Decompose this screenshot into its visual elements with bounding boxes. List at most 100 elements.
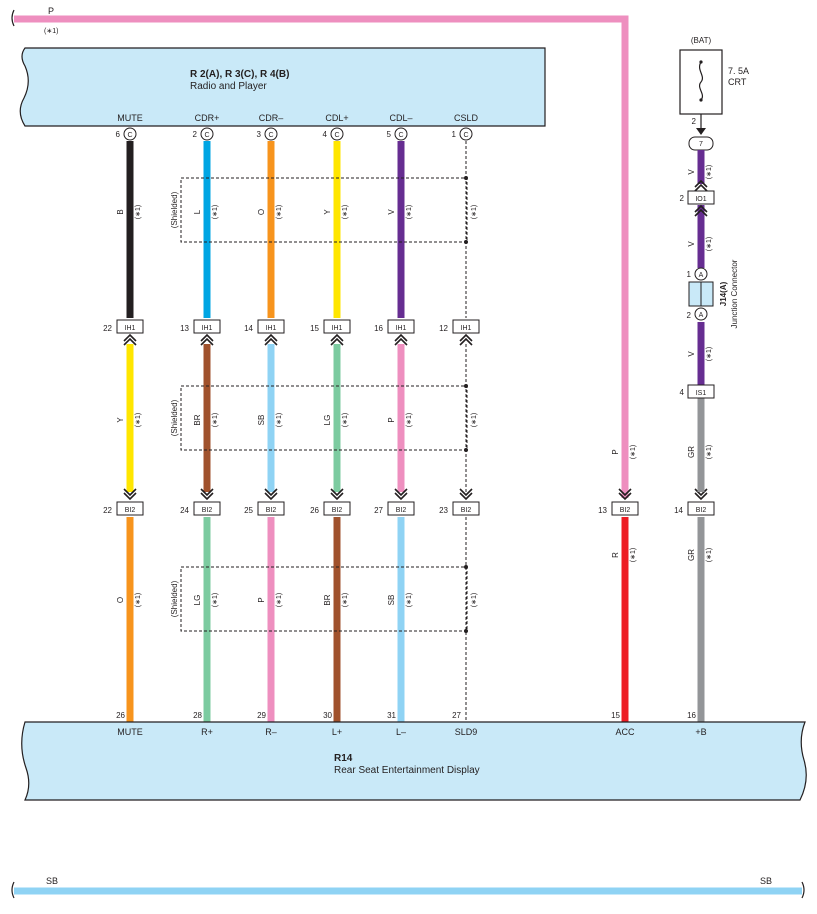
wire-note: (∗1) [706, 347, 713, 361]
display-pin-number: 31 [387, 711, 396, 720]
display-pin-name: MUTE [117, 727, 143, 737]
radio-pin-name: CDR– [259, 113, 284, 123]
ih1-connector-label: IH1 [332, 325, 343, 332]
bi2-pin-number: 26 [310, 506, 319, 515]
radio-pin-conn: C [398, 132, 403, 139]
is1-pin: 4 [680, 388, 685, 397]
display-pin-name: +B [695, 727, 706, 737]
wire-note: (∗1) [212, 205, 219, 219]
ih1-connector-label: IH1 [266, 325, 277, 332]
middle-wire-segments [126, 344, 467, 492]
display-pin-name: L+ [332, 727, 342, 737]
wire-note: (∗1) [406, 593, 413, 607]
bi2-connector-label: BI2 [620, 507, 631, 514]
radio-pin-number: 5 [387, 130, 392, 139]
display-unit: R14 Rear Seat Entertainment Display [21, 721, 807, 801]
wire-color-label: B [116, 209, 125, 214]
wire-color-label: LG [193, 595, 202, 606]
display-pin-name: R– [265, 727, 277, 737]
display-pin-name: ACC [615, 727, 635, 737]
wire-note: (∗1) [471, 413, 478, 427]
junction-pin-top: 1 [687, 270, 692, 279]
radio-title: R 2(A), R 3(C), R 4(B) [190, 69, 289, 80]
junction-conn-bottom: A [699, 312, 704, 319]
radio-pin-labels: MUTE CDR+ CDR– CDL+ CDL– CSLD [117, 113, 478, 123]
radio-pin-conn: C [204, 132, 209, 139]
display-pin-number: 28 [193, 711, 202, 720]
fuse-pin: 2 [692, 117, 697, 126]
display-subtitle: Rear Seat Entertainment Display [334, 765, 480, 776]
bi2-connector-label: BI2 [396, 507, 407, 514]
wire-color-label: GR [687, 446, 696, 458]
display-pin-name: R+ [201, 727, 213, 737]
power-branch: (BAT) 7. 5A CRT 2 7 V (∗1) 2 IO1 V (∗1) … [679, 36, 749, 562]
radio-pin-number: 3 [257, 130, 262, 139]
ih1-pin-number: 15 [310, 324, 319, 333]
bottom-bus-label-right: SB [760, 876, 772, 886]
ih1-pin-number: 22 [103, 324, 112, 333]
display-pin-name: L– [396, 727, 406, 737]
is1-label: IS1 [696, 390, 707, 397]
wire-note: (∗1) [135, 593, 142, 607]
display-title: R14 [334, 753, 353, 764]
top-bus-note: (∗1) [44, 28, 58, 35]
lower-wire-labels: O (∗1) LG (∗1) P (∗1) BR (∗1) SB (∗1) (∗… [116, 593, 478, 607]
ih1-connector-label: IH1 [461, 325, 472, 332]
display-pin-number: 30 [323, 711, 332, 720]
wire-note: (∗1) [706, 445, 713, 459]
wire-note: (∗1) [406, 205, 413, 219]
ih1-pin-number: 14 [244, 324, 253, 333]
bottom-bus-label-left: SB [46, 876, 58, 886]
wire-note: (∗1) [342, 593, 349, 607]
bi2-connector-label: BI2 [202, 507, 213, 514]
fuse-icon [698, 61, 704, 101]
bi2-pin-number: 13 [598, 506, 607, 515]
wire-note: (∗1) [630, 548, 637, 562]
wire-color-label: SB [257, 415, 266, 426]
bat-label: (BAT) [691, 36, 712, 45]
upper-wire-segments [126, 141, 467, 318]
ih1-pin-number: 13 [180, 324, 189, 333]
wire-note: (∗1) [706, 237, 713, 251]
bi2-connector-label: BI2 [461, 507, 472, 514]
junction-name: J14(A) [719, 281, 728, 306]
junction-pin-bottom: 2 [687, 311, 692, 320]
display-pin-name: SLD9 [455, 727, 478, 737]
display-pin-number: 15 [611, 711, 620, 720]
radio-pin-conn: C [268, 132, 273, 139]
wire-color-label: L [193, 209, 202, 214]
wire-color-label: SB [387, 595, 396, 606]
wire-color-label: V [687, 241, 696, 247]
wire-color-label: V [687, 169, 696, 175]
io1-pin: 2 [680, 194, 685, 203]
radio-pin-number: 1 [452, 130, 457, 139]
wire-color-label: O [116, 597, 125, 603]
wire-color-label: O [257, 209, 266, 215]
display-pin-number: 29 [257, 711, 266, 720]
bi2-connector-label: BI2 [266, 507, 277, 514]
bi2-pin-number: 27 [374, 506, 383, 515]
shielded-label: (Shielded) [170, 191, 179, 228]
junction-desc: Junction Connector [730, 259, 739, 328]
wire-color-label: BR [323, 594, 332, 605]
wire-color-label: R [611, 552, 620, 558]
io1-label: IO1 [695, 196, 706, 203]
wire-note: (∗1) [135, 205, 142, 219]
wire-note: (∗1) [276, 205, 283, 219]
radio-pin-name: CSLD [454, 113, 479, 123]
wire-note: (∗1) [135, 413, 142, 427]
display-pin-number: 27 [452, 711, 461, 720]
j-pin: 7 [699, 141, 703, 148]
upper-wire-labels: B (∗1) L (∗1) O (∗1) Y (∗1) V (∗1) (∗1) [116, 205, 478, 219]
radio-pin-number: 6 [116, 130, 121, 139]
wire-color-label: BR [193, 414, 202, 425]
wire-note: (∗1) [630, 445, 637, 459]
radio-subtitle: Radio and Player [190, 81, 267, 92]
fuse-name: CRT [728, 77, 747, 87]
wire-note: (∗1) [212, 593, 219, 607]
wire-note: (∗1) [706, 548, 713, 562]
middle-wire-labels: Y (∗1) BR (∗1) SB (∗1) LG (∗1) P (∗1) (∗… [116, 413, 478, 427]
wire-note: (∗1) [406, 413, 413, 427]
bottom-bus: SB SB [11, 876, 805, 899]
